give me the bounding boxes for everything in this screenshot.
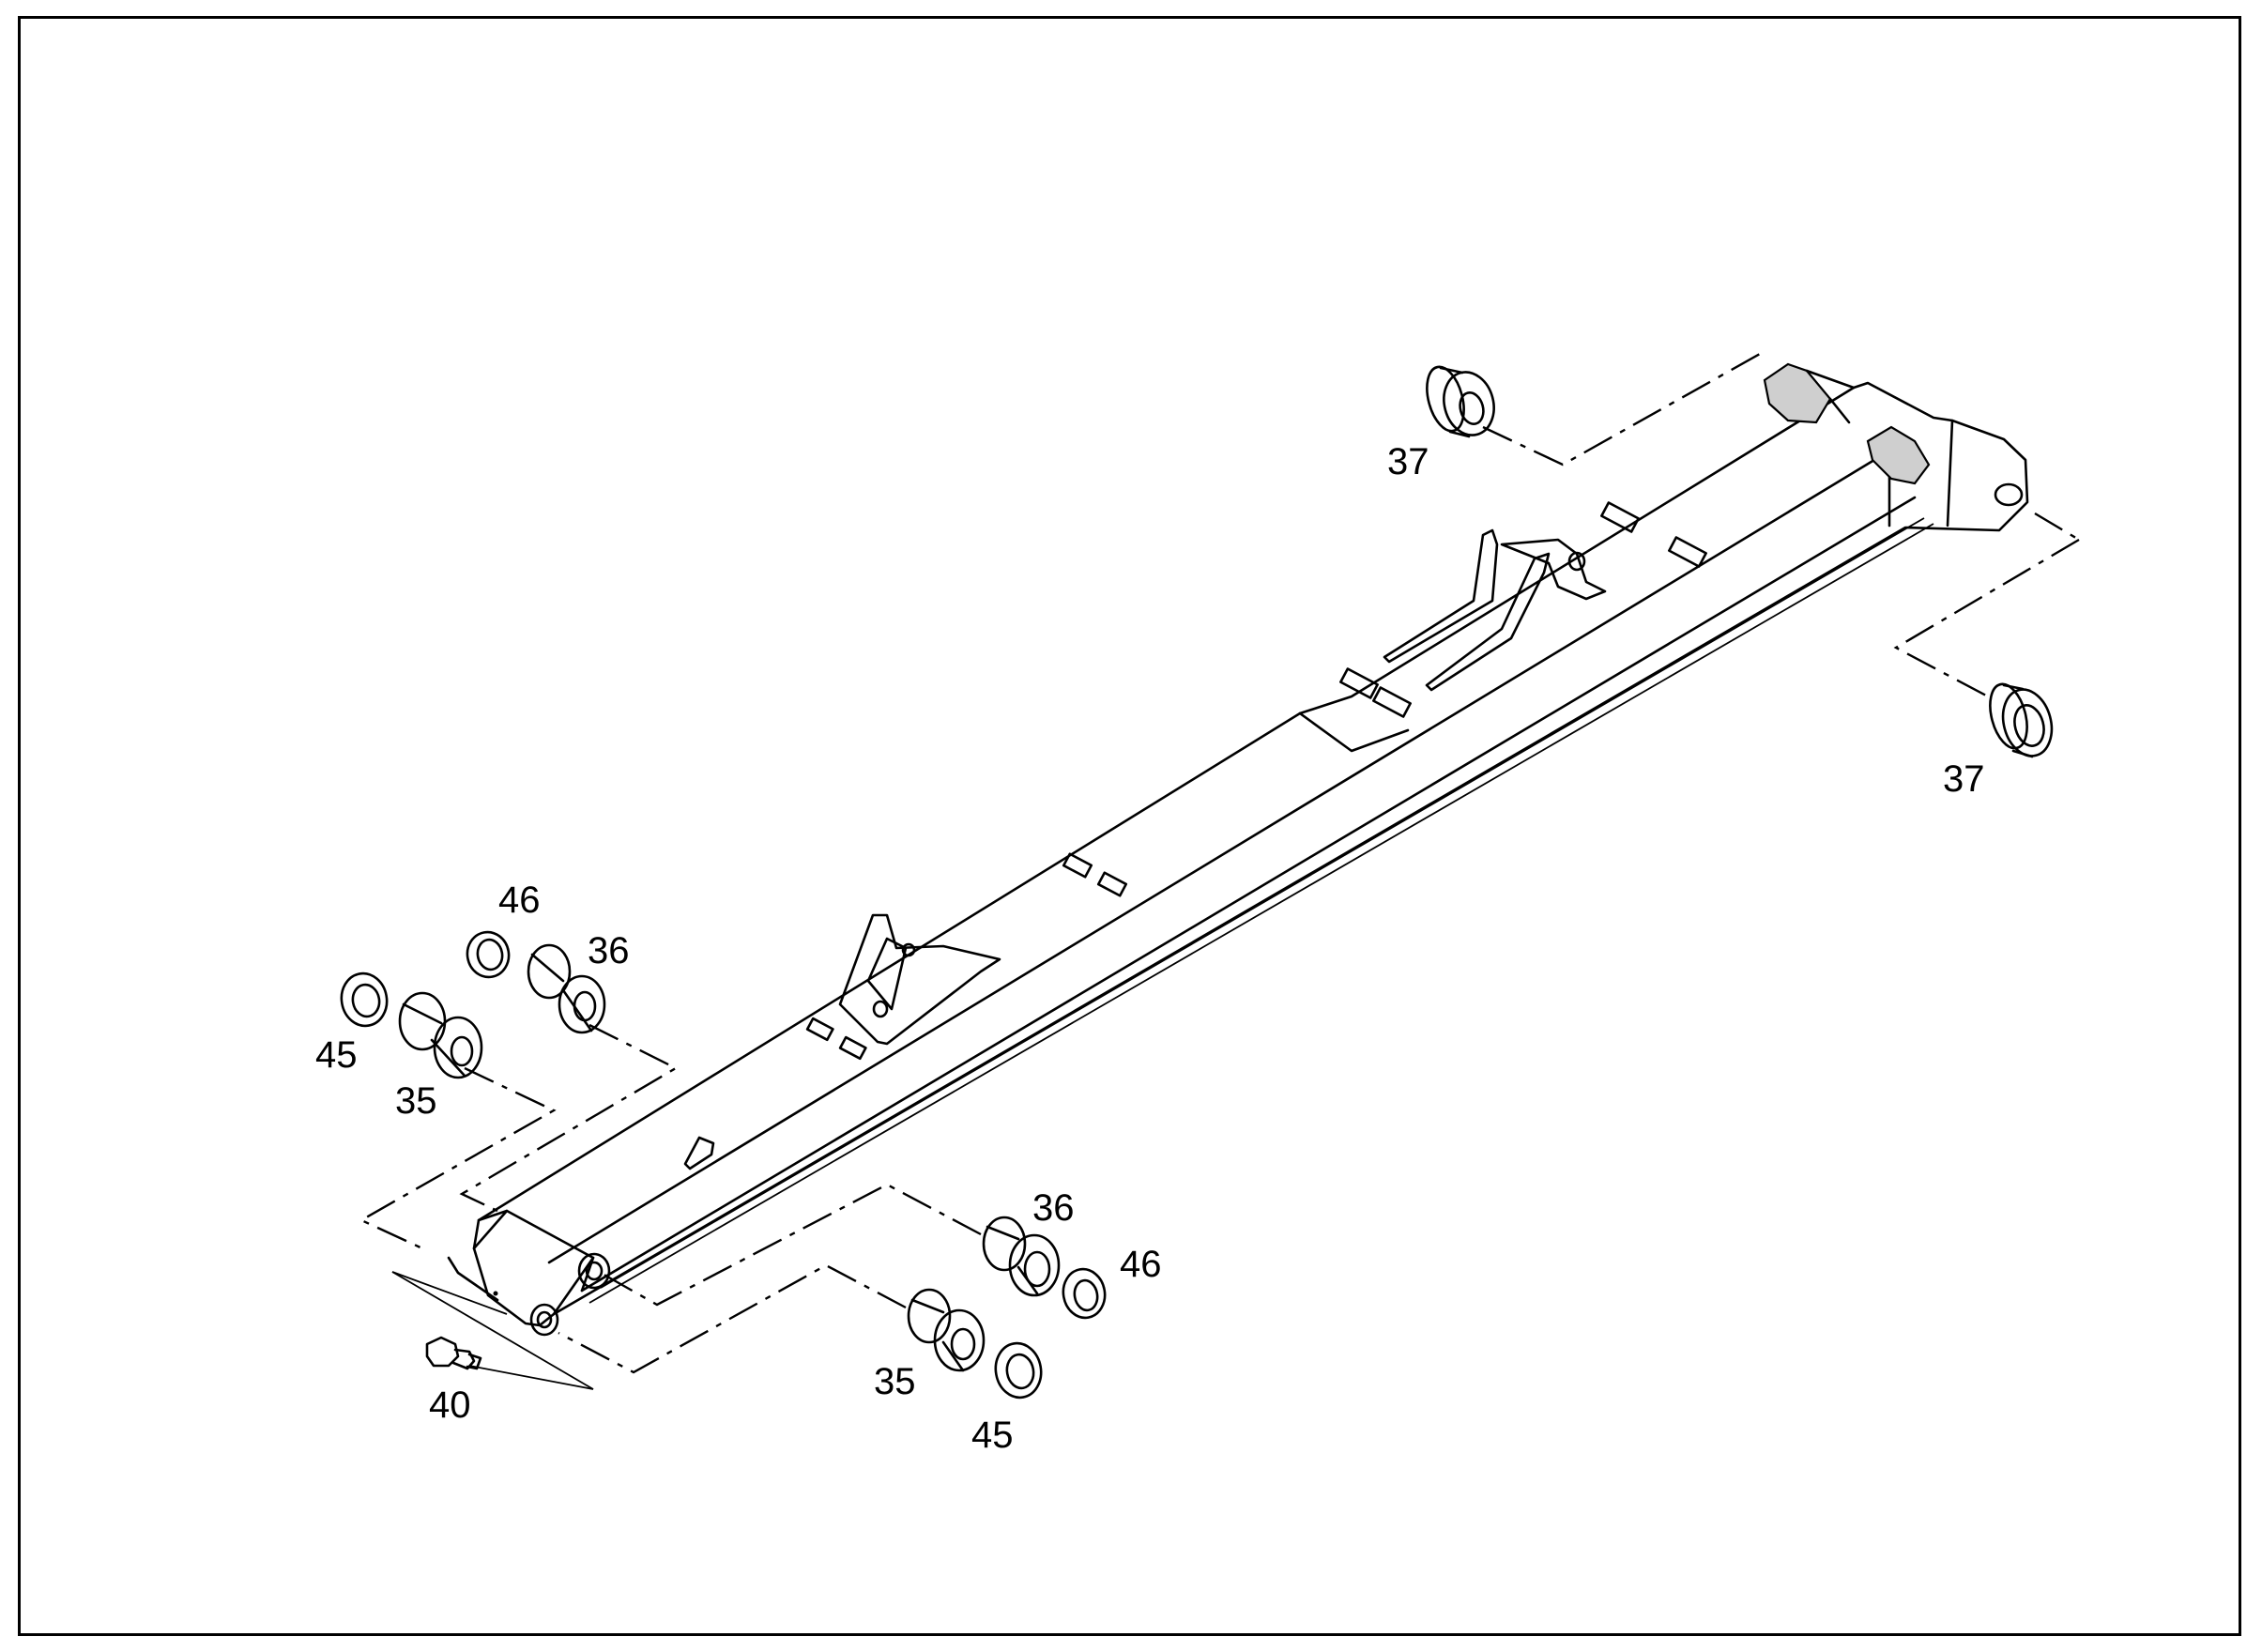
callout-37-top: 37	[1387, 441, 1429, 482]
part-46-shim-left	[466, 930, 511, 979]
mid-bracket	[838, 913, 1001, 1046]
callout-37-right: 37	[1943, 758, 1985, 800]
part-37-bushing-top	[1426, 365, 1495, 438]
part-46-shim-right	[1062, 1267, 1107, 1320]
part-40-grease-nipple	[425, 1336, 482, 1370]
diagram-frame	[18, 16, 2241, 1636]
part-36-bushing-left	[527, 943, 606, 1034]
callout-35-bottom: 35	[874, 1361, 916, 1402]
part-36-bushing-right	[982, 1216, 1061, 1297]
upper-bracket	[1383, 528, 1607, 692]
callout-36-right: 36	[1032, 1187, 1075, 1229]
part-37-bushing-right	[1989, 682, 2054, 758]
rear-pin-bore	[1994, 482, 2024, 507]
rear-top-plates	[1763, 362, 1931, 485]
part-35-bushing-bottom	[907, 1288, 986, 1372]
front-pin-bosses	[447, 1252, 611, 1337]
callout-45-bottom: 45	[971, 1415, 1014, 1456]
callout-46-right: 46	[1120, 1244, 1162, 1285]
part-45-seal-left	[340, 971, 389, 1028]
part-35-bushing-left	[398, 991, 483, 1079]
boom-arm	[472, 381, 2029, 1327]
callout-40: 40	[429, 1384, 471, 1426]
callout-35-left: 35	[395, 1080, 437, 1122]
callout-46-left: 46	[498, 880, 541, 921]
part-45-seal-bottom	[994, 1341, 1043, 1400]
hose-clips	[683, 501, 1707, 1170]
assembly-center-lines	[359, 352, 2080, 1390]
callout-45-left: 45	[315, 1034, 358, 1076]
callout-36-left: 36	[588, 930, 630, 971]
